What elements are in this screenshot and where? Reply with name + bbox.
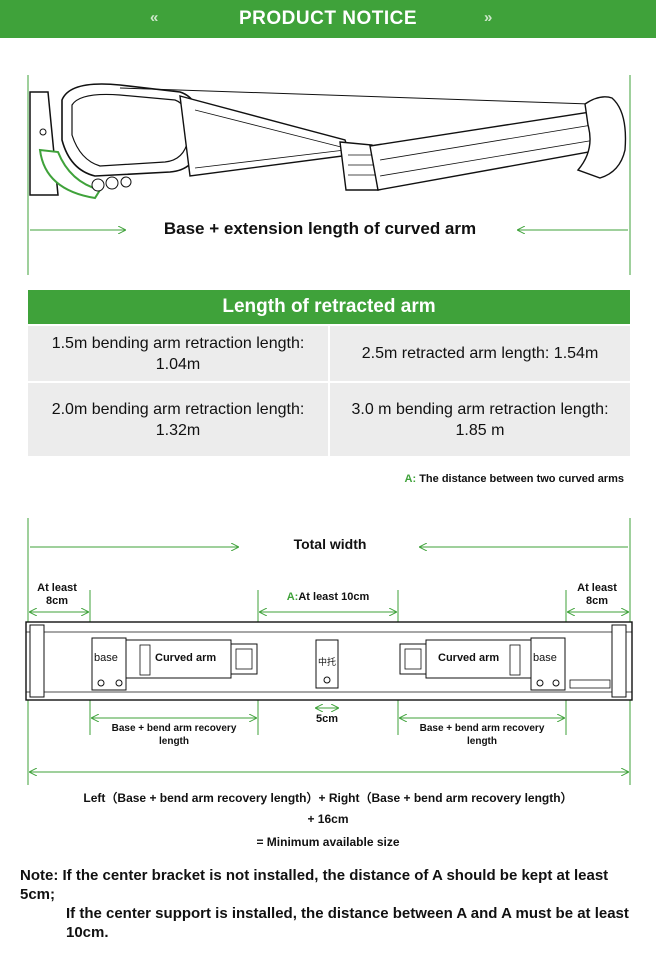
a-min-label: A:At least 10cm — [268, 591, 388, 604]
table-row: 1.5m bending arm retraction length: 1.04… — [28, 326, 630, 381]
total-width-label: Total width — [293, 536, 367, 552]
a-min-text: At least 10cm — [298, 591, 370, 603]
base-label-left: base — [94, 652, 118, 664]
a-letter: A — [404, 473, 413, 485]
note-line-2: If the center support is installed, the … — [66, 905, 629, 941]
table-cell: 3.0 m bending arm retraction length: 1.8… — [330, 383, 630, 456]
product-notice-banner: « PRODUCT NOTICE » — [0, 0, 656, 38]
banner-title: PRODUCT NOTICE — [239, 8, 417, 29]
double-chevron-left-icon: « — [150, 9, 159, 26]
a-separator: : — [294, 591, 299, 603]
recovery-length-left: Base + bend arm recovery length — [111, 723, 237, 747]
arm-extension-caption: Base + extension length of curved arm — [163, 219, 477, 238]
double-chevron-right-icon: » — [484, 9, 493, 26]
formula-line-2: + 16cm — [307, 812, 349, 826]
center-bracket-label: 中托 — [317, 657, 336, 667]
formula-line-3: = Minimum available size — [256, 835, 400, 849]
table-cell: 2.5m retracted arm length: 1.54m — [330, 326, 630, 381]
table-row: 2.0m bending arm retraction length: 1.32… — [28, 383, 630, 456]
installation-note: Note: If the center bracket is not insta… — [20, 866, 636, 942]
curved-arm-diagram — [27, 75, 631, 275]
formula-line-1: Left（Base + bend arm recovery length）+ R… — [83, 791, 573, 805]
table-title: Length of retracted arm — [28, 290, 630, 324]
table-cell: 1.5m bending arm retraction length: 1.04… — [28, 326, 328, 381]
curved-arm-label-right: Curved arm — [438, 652, 500, 664]
recovery-length-right: Base + bend arm recovery length — [419, 723, 545, 747]
a-letter: A — [286, 591, 295, 603]
left-min-label: At least 8cm — [37, 582, 77, 607]
a-separator: : — [412, 473, 417, 485]
curved-arm-label-left: Curved arm — [155, 652, 217, 664]
retracted-arm-table: Length of retracted arm 1.5m bending arm… — [28, 290, 630, 456]
right-min-label: At least 8cm — [577, 582, 617, 607]
distance-a-note: A: The distance between two curved arms — [405, 473, 624, 485]
table-cell: 2.0m bending arm retraction length: 1.32… — [28, 383, 328, 456]
base-label-right: base — [533, 652, 557, 664]
a-definition: The distance between two curved arms — [419, 473, 624, 485]
center-width-label: 5cm — [315, 713, 339, 725]
note-line-1: Note: If the center bracket is not insta… — [20, 867, 609, 903]
